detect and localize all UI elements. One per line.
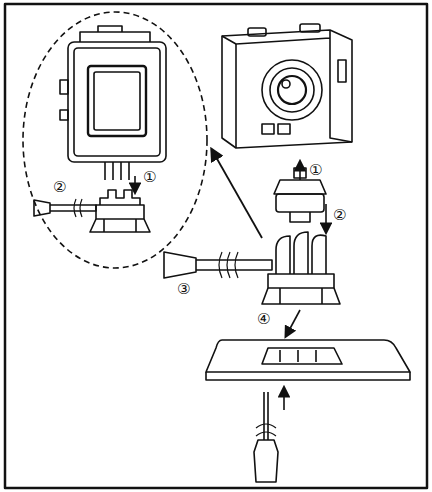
adhesive-plate [206, 340, 410, 380]
buckle-mount [262, 232, 340, 304]
callout-number: ② [332, 208, 347, 223]
screwdriver [254, 392, 278, 482]
callout-number: ④ [256, 312, 271, 327]
callout-number: ② [52, 180, 67, 195]
callout-number: ③ [176, 282, 191, 297]
thumbscrew [164, 252, 272, 278]
thumbscrew [34, 199, 96, 217]
detail-circle [23, 12, 207, 268]
frame [5, 4, 427, 488]
callout-number: ① [142, 170, 157, 185]
action-camera [222, 24, 352, 148]
callout-number: ① [308, 163, 323, 178]
buckle-mount [90, 190, 150, 232]
waterproof-housing [60, 26, 166, 180]
